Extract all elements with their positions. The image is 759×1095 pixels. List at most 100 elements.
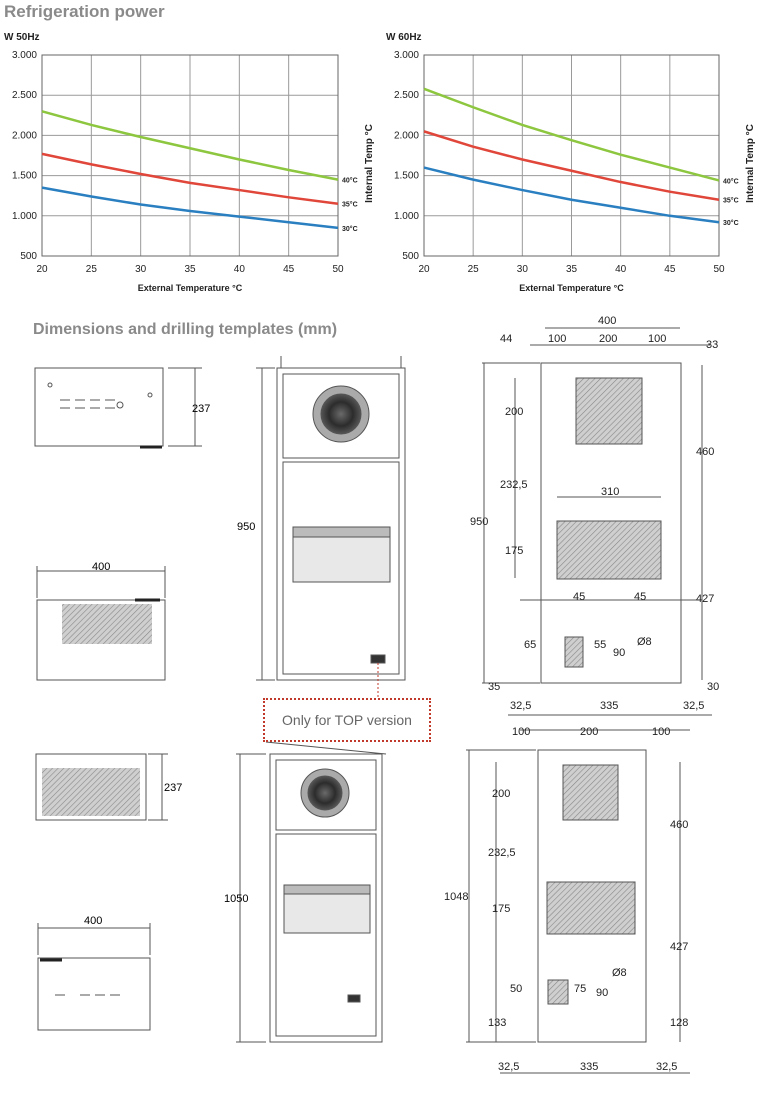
chart2-series-line xyxy=(423,130,720,201)
dim-b90: 90 xyxy=(596,987,608,999)
chart1-ytick-label: 500 xyxy=(20,251,37,262)
top-version-note: Only for TOP version xyxy=(263,698,431,742)
dim-t325a: 32,5 xyxy=(510,700,531,712)
dim-t100a: 100 xyxy=(548,333,566,345)
dim-b2325: 232,5 xyxy=(488,847,516,859)
chart1-series-label: 35°C xyxy=(342,201,358,209)
chart2-xtick-label: 25 xyxy=(468,264,480,275)
dim-t65: 65 xyxy=(524,639,536,651)
chart1-series-label: 40°C xyxy=(342,177,358,185)
chart1-plot-frame xyxy=(41,54,339,257)
dim-t460: 460 xyxy=(696,446,714,458)
chart1-xaxis-label: External Temperature °C xyxy=(138,283,243,293)
chart2-xtick-label: 30 xyxy=(517,264,529,275)
dimensions-heading: Dimensions and drilling templates (mm) xyxy=(33,321,338,338)
dim-b1048: 1048 xyxy=(444,891,468,903)
dim-t200v: 200 xyxy=(505,406,523,418)
dim-b128: 128 xyxy=(670,1017,688,1029)
dim-side-top: 237 xyxy=(192,403,210,415)
chart2-ytick-label: 500 xyxy=(402,251,419,262)
drilling-template-bottom xyxy=(466,729,690,1074)
chart1-xtick-label: 30 xyxy=(135,264,147,275)
chart2-series-label: 35°C xyxy=(723,197,739,205)
dim-t950: 950 xyxy=(470,516,488,528)
dim-t427: 427 xyxy=(696,593,714,605)
chart1-xtick-label: 20 xyxy=(36,264,48,275)
dim-width-top: 400 xyxy=(92,561,110,573)
dim-b75: 75 xyxy=(574,983,586,995)
chart2-xaxis-label: External Temperature °C xyxy=(519,283,624,293)
chart1-xtick-label: 45 xyxy=(283,264,295,275)
dim-t2325: 232,5 xyxy=(500,479,528,491)
chart2-plot-frame xyxy=(423,54,720,257)
side-view-top xyxy=(34,367,202,449)
chart2-ytick-label: 1.500 xyxy=(394,171,419,182)
chart2-title: W 60Hz xyxy=(386,32,422,43)
dim-t45b: 45 xyxy=(634,591,646,603)
dim-tphi: Ø8 xyxy=(637,636,652,648)
chart1-ytick-label: 3.000 xyxy=(12,50,37,61)
chart2-xtick-label: 35 xyxy=(566,264,578,275)
dim-b175: 175 xyxy=(492,903,510,915)
dim-height-bottom: 1050 xyxy=(224,893,248,905)
chart2-series-label: 30°C xyxy=(723,219,739,227)
chart1-xtick-label: 50 xyxy=(332,264,344,275)
chart2-xtick-label: 20 xyxy=(418,264,430,275)
dim-b325b: 32,5 xyxy=(656,1061,677,1073)
dim-bphi: Ø8 xyxy=(612,967,627,979)
chart1-ytick-label: 2.500 xyxy=(12,90,37,101)
dim-t200: 200 xyxy=(599,333,617,345)
chart1-title: W 50Hz xyxy=(4,32,40,43)
front-view-bottom xyxy=(236,741,387,1043)
dim-t30: 30 xyxy=(707,681,719,693)
dim-height-top: 950 xyxy=(237,521,255,533)
dim-t90: 90 xyxy=(613,647,625,659)
chart2-ytick-label: 2.500 xyxy=(394,90,419,101)
dim-t55: 55 xyxy=(594,639,606,651)
top-view-bottom xyxy=(37,923,151,1031)
dim-b427: 427 xyxy=(670,941,688,953)
drilling-labels-top: 400 44 100 200 100 33 200 460 232,5 310 … xyxy=(470,315,719,712)
dim-t400: 400 xyxy=(598,315,616,327)
dim-t325b: 32,5 xyxy=(683,700,704,712)
front-view-top xyxy=(256,356,406,698)
chart1-xtick-label: 40 xyxy=(234,264,246,275)
chart1-ytick-label: 2.000 xyxy=(12,130,37,141)
dim-b460: 460 xyxy=(670,819,688,831)
dim-t45a: 45 xyxy=(573,591,585,603)
dim-b100b: 100 xyxy=(652,726,670,738)
dim-b200: 200 xyxy=(580,726,598,738)
chart2-xtick-label: 50 xyxy=(713,264,725,275)
chart1-series-label: 30°C xyxy=(342,225,358,233)
dim-t33: 33 xyxy=(706,339,718,351)
dim-side-bottom: 237 xyxy=(164,782,182,794)
chart2-yaxis-label: Internal Temp °C xyxy=(745,124,756,203)
dim-t100b: 100 xyxy=(648,333,666,345)
chart2-series-label: 40°C xyxy=(723,177,739,185)
dim-b100a: 100 xyxy=(512,726,530,738)
dim-t175: 175 xyxy=(505,545,523,557)
chart2-ytick-label: 1.000 xyxy=(394,211,419,222)
refrigeration-charts: W 50Hz 500 1.000 1.500 2.000 2.500 3.000 20 25 30… xyxy=(4,32,756,293)
chart2-xtick-label: 45 xyxy=(664,264,676,275)
chart2-ytick-label: 3.000 xyxy=(394,50,419,61)
dim-b325a: 32,5 xyxy=(498,1061,519,1073)
chart1-series-line xyxy=(41,152,339,205)
dim-b335: 335 xyxy=(580,1061,598,1073)
chart1-series-line xyxy=(41,110,339,181)
dim-t44: 44 xyxy=(500,333,512,345)
refrigeration-power-heading: Refrigeration power xyxy=(4,2,165,21)
dim-width-bottom: 400 xyxy=(84,915,102,927)
chart2-xtick-label: 40 xyxy=(615,264,627,275)
dim-t310: 310 xyxy=(601,486,619,498)
dim-b50: 50 xyxy=(510,983,522,995)
chart1-ytick-label: 1.500 xyxy=(12,171,37,182)
chart1-yaxis-label: Internal Temp °C xyxy=(364,124,375,203)
chart1-ytick-label: 1.000 xyxy=(12,211,37,222)
dim-t335: 335 xyxy=(600,700,618,712)
dim-b133: 133 xyxy=(488,1017,506,1029)
chart1-series-line xyxy=(41,186,339,230)
top-view-top xyxy=(36,566,166,681)
chart2-ytick-label: 2.000 xyxy=(394,130,419,141)
